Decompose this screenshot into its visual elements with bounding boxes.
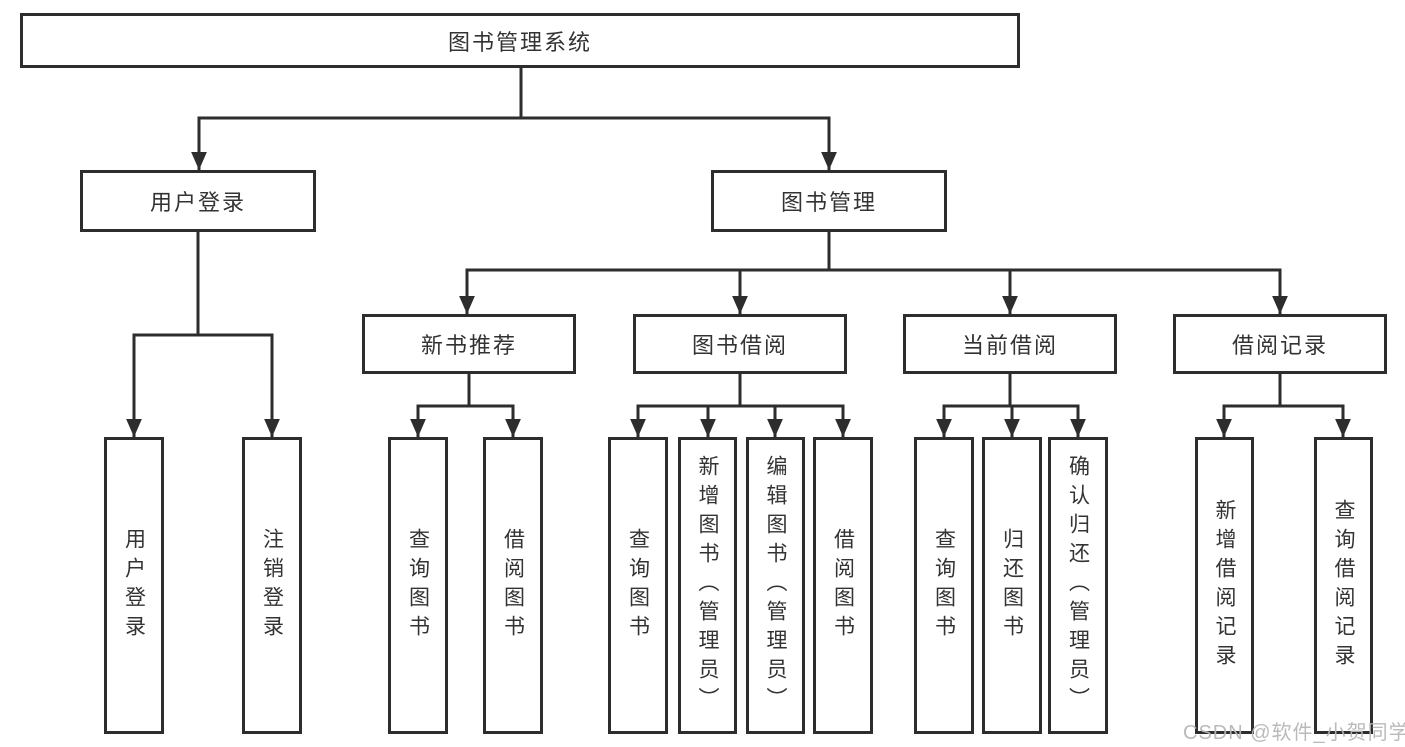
leaf-add-books-admin-label: 新增图书（管理员） (696, 455, 719, 716)
edge-book-management-children (459, 232, 1288, 314)
leaf-query-borrow-record-label: 查询借阅记录 (1332, 498, 1355, 673)
leaf-confirm-return-admin-label: 确认归还（管理员） (1066, 455, 1090, 716)
edge-user-login-children (126, 232, 280, 437)
node-book-management-label: 图书管理 (780, 190, 877, 215)
edge-borrowing-records-children (1216, 374, 1351, 437)
node-root-label: 图书管理系统 (447, 29, 592, 55)
node-new-book-recommend: 新书推荐 (362, 314, 576, 374)
node-user-login-label: 用户登录 (149, 190, 246, 215)
leaf-query-books-recommend-label: 查询图书 (406, 527, 430, 644)
edge-book-borrowing-children (630, 374, 851, 437)
node-borrowing-records: 借阅记录 (1173, 314, 1387, 374)
node-book-management: 图书管理 (711, 170, 947, 232)
leaf-edit-books-admin-label: 编辑图书（管理员） (764, 455, 787, 716)
edge-new-book-recommend-children (410, 374, 521, 437)
leaf-query-books-borrowing-label: 查询图书 (626, 527, 650, 644)
leaf-return-books-label: 归还图书 (1000, 527, 1024, 644)
leaf-user-login-label: 用户登录 (122, 527, 146, 644)
leaf-query-books-recommend: 查询图书 (388, 437, 448, 734)
node-current-borrowing: 当前借阅 (903, 314, 1117, 374)
leaf-borrow-books-borrowing-label: 借阅图书 (831, 527, 855, 644)
leaf-user-login: 用户登录 (104, 437, 164, 734)
leaf-query-books-current: 查询图书 (914, 437, 974, 734)
leaf-logout: 注销登录 (242, 437, 302, 734)
leaf-query-borrow-record: 查询借阅记录 (1314, 437, 1373, 734)
node-new-book-recommend-label: 新书推荐 (420, 333, 517, 358)
node-user-login: 用户登录 (80, 170, 316, 232)
node-book-borrowing: 图书借阅 (633, 314, 847, 374)
leaf-return-books: 归还图书 (982, 437, 1042, 734)
csdn-watermark: CSDN @软件_小贺同学 (1183, 722, 1405, 744)
leaf-query-books-current-label: 查询图书 (932, 527, 956, 644)
leaf-borrow-books-recommend-label: 借阅图书 (501, 527, 525, 644)
leaf-add-borrow-record: 新增借阅记录 (1195, 437, 1254, 734)
leaf-logout-label: 注销登录 (260, 527, 284, 644)
leaf-edit-books-admin: 编辑图书（管理员） (746, 437, 805, 734)
leaf-confirm-return-admin: 确认归还（管理员） (1048, 437, 1108, 734)
edge-current-borrowing-children (936, 374, 1086, 437)
node-borrowing-records-label: 借阅记录 (1231, 333, 1328, 358)
node-book-borrowing-label: 图书借阅 (691, 333, 788, 358)
leaf-query-books-borrowing: 查询图书 (608, 437, 668, 734)
leaf-add-books-admin: 新增图书（管理员） (678, 437, 737, 734)
node-root: 图书管理系统 (20, 13, 1020, 68)
leaf-add-borrow-record-label: 新增借阅记录 (1213, 498, 1236, 673)
leaf-borrow-books-recommend: 借阅图书 (483, 437, 543, 734)
node-current-borrowing-label: 当前借阅 (961, 333, 1058, 358)
leaf-borrow-books-borrowing: 借阅图书 (813, 437, 873, 734)
edge-root-to-level2 (191, 68, 837, 170)
